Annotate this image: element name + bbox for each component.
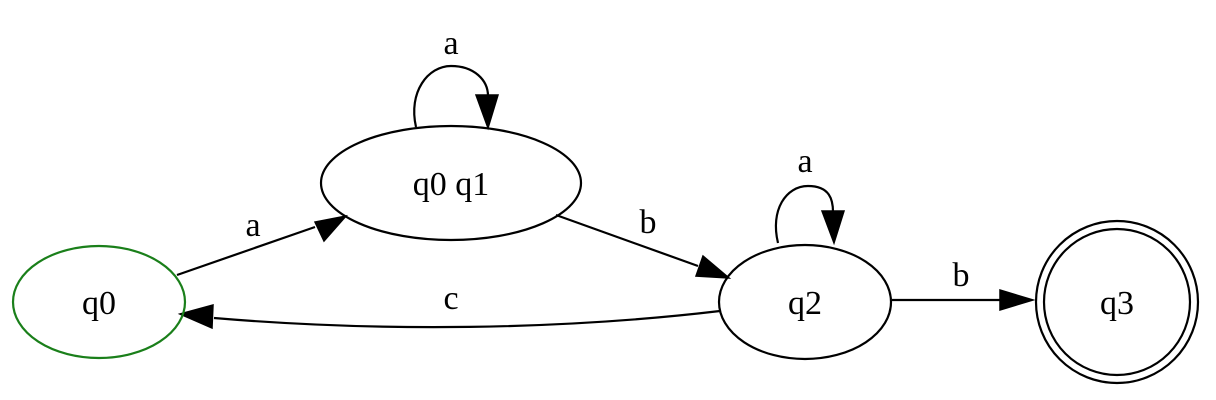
state-q2: q2 [717,243,893,361]
state-q3-outer-circle [1034,219,1200,385]
edge-label-q0-q0q1: a [245,207,260,244]
edge-q2-self-loop [774,184,846,246]
edge-q0q1-self-loop [413,64,500,131]
edge-label-q2-q0: c [443,280,458,317]
state-q3-label: q3 [1100,285,1134,322]
state-q0: q0 [11,244,187,360]
state-q0q1-ellipse [319,124,583,242]
edge-label-q2-self: a [797,143,812,180]
state-q3: q3 [1034,219,1200,385]
state-q2-label: q2 [788,285,822,322]
edge-label-q0q1-self: a [443,25,458,62]
edge-q0q1-to-q2 [555,213,732,279]
state-q0-ellipse [11,244,187,360]
state-q0q1-label: q0 q1 [413,166,490,203]
edge-q2-to-q3 [892,288,1036,312]
edge-q0-to-q0q1 [176,214,349,277]
edge-q2-to-q0 [177,304,721,330]
edge-label-q2-q3: b [953,257,970,294]
state-q0q1: q0 q1 [319,124,583,242]
state-q0-label: q0 [82,285,116,322]
state-q3-inner-circle [1042,227,1192,377]
edge-label-q0q1-q2: b [640,204,657,241]
state-q2-ellipse [717,243,893,361]
